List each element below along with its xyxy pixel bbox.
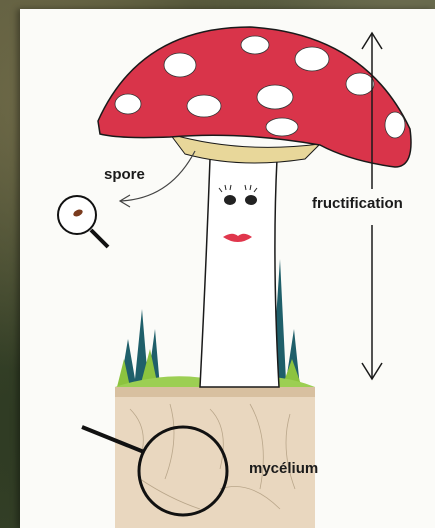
mushroom-diagram bbox=[20, 9, 435, 528]
spore-magnifier bbox=[58, 196, 108, 247]
mycelium-label: mycélium bbox=[249, 460, 318, 477]
spore-label: spore bbox=[104, 166, 145, 183]
illustration-sheet: spore fructification mycélium bbox=[20, 9, 435, 528]
mushroom-cap bbox=[98, 27, 411, 167]
soil-block bbox=[115, 387, 315, 528]
fructification-label: fructification bbox=[310, 195, 405, 212]
mushroom-stem bbox=[200, 159, 279, 387]
